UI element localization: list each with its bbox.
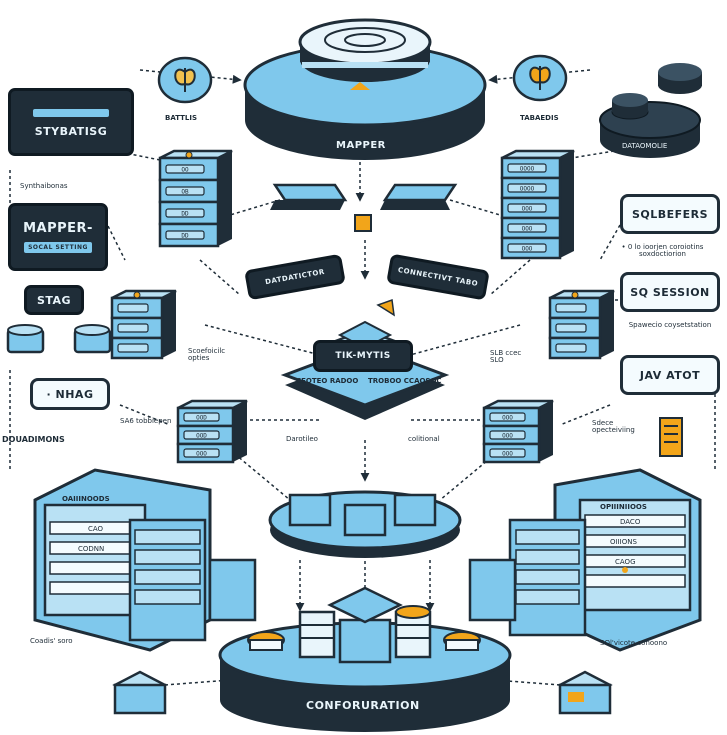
battlis-label: BATTLIS (165, 114, 198, 122)
server-unit-label: OOOO (520, 186, 535, 193)
coadis-note: Coadis' soro (30, 637, 73, 645)
server-unit-label: OOO (196, 451, 207, 458)
server-unit-label: OO (181, 167, 189, 174)
database-disc-icon (599, 63, 702, 158)
left-stack-label: OAIIINOODS (62, 495, 110, 503)
sdece-note: Sdece opecteiviing (592, 419, 635, 434)
stybatisg-chip (31, 106, 111, 119)
left-stack-row2: CODNN (78, 545, 105, 553)
darotileo-note: Darotileo (286, 435, 318, 443)
storage-block-right (468, 468, 702, 652)
tabaedis-label: TABAEDIS (520, 114, 559, 122)
link-bars (270, 183, 458, 232)
server-unit-label: OOO (522, 226, 533, 233)
server-unit-label: DD (181, 233, 189, 240)
right-stack-row2: OIIIONS (610, 538, 637, 546)
server-unit-label: OOO (502, 433, 513, 440)
configuration-platform (218, 586, 512, 732)
stag-box: STAG (24, 285, 84, 315)
sa6-note: SA6 tobbiepen (120, 417, 172, 425)
right-stack-row1: DACO (620, 518, 641, 526)
colitional-note: colitional (408, 435, 440, 443)
right-stack-label: OPIIINIIOOS (600, 503, 647, 511)
butterfly-icon-left (157, 56, 213, 104)
server-rack-mid-left: OOD OOD OOO (176, 399, 248, 464)
cube-bottom-left (112, 670, 168, 715)
sq-session-box: SQ SESSION (620, 272, 720, 312)
storage-block-left (33, 468, 257, 652)
mapper-box-title: MAPPER- (23, 221, 93, 236)
butterfly-icon-right (512, 54, 568, 102)
sq-session-note: Spawecio coysetstation (628, 321, 712, 329)
left-stack-row1: CAO (88, 525, 104, 533)
core-base-right: TROBOO CCAOSOC (368, 377, 442, 385)
stybatisg-box: STYBATISG (8, 88, 134, 156)
hub-disc (268, 490, 462, 558)
server-unit-label: DD (181, 211, 189, 218)
cylinder-pair-left (6, 324, 112, 354)
server-unit-label: OB (181, 189, 189, 196)
synthaibonas-label: Synthaibonas (20, 182, 68, 190)
mapper-box-sub: SOCAL SETTING (24, 242, 92, 253)
file-stack-icon (659, 417, 683, 457)
mapper-settings-box: MAPPER- SOCAL SETTING (8, 203, 108, 271)
server-unit-label: OOD (196, 433, 207, 440)
mapper-title: MAPPER (336, 140, 386, 151)
server-unit-label: OOO (502, 415, 513, 422)
database-disc-label: DATAOMOLIE (622, 142, 668, 150)
douadimons-label: DOUADIMONS (2, 435, 65, 444)
server-unit-label: OOOO (520, 166, 535, 173)
right-stack-row3: CAOG (615, 558, 636, 566)
core-base-left: CEOTEO RADOO (296, 377, 359, 385)
server-rack-upper-left: OO OB DD DD (158, 149, 233, 248)
nhag-box: · NHAG (30, 378, 110, 410)
cube-bottom-right (557, 670, 613, 715)
configuration-title: CONFORURATION (306, 699, 420, 712)
server-unit-label: OOO (522, 206, 533, 213)
server-unit-label: OOO (502, 451, 513, 458)
mapper-platform (243, 18, 487, 160)
slb-note: SLB ccec SLO (490, 349, 522, 364)
stybatisg-label: STYBATISG (34, 124, 108, 138)
server-rack-mid-right: OOO OOO OOO (482, 399, 554, 464)
sqlbefers-note: • 0 lo ioorjen coroiotins soxdoctiorion (621, 243, 704, 258)
core-label: TIK-MYTIS (313, 340, 413, 372)
sqlbefers-box: SQLBEFERS (620, 194, 720, 234)
solvicote-note: SOl'vicote conoono (600, 639, 668, 647)
server-rack-low-left (110, 289, 177, 360)
server-unit-label: OOO (522, 246, 533, 253)
java-tot-box: JAV ATOT (620, 355, 720, 395)
scoefoicilc-note: Scoefoicilc opties (188, 347, 226, 362)
server-rack-low-right (548, 289, 615, 360)
server-unit-label: OOD (196, 415, 207, 422)
